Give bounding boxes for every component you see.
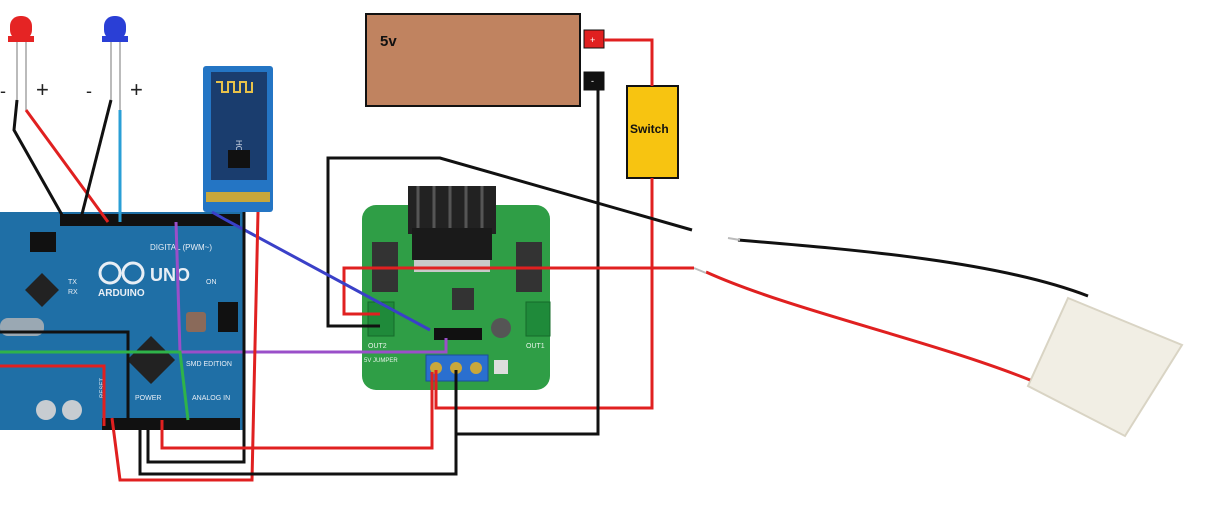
motor-driver: OUT2 OUT1 5V JUMPER	[362, 186, 551, 390]
arduino-uno: DIGITAL (PWM~) ARDUINO UNO TX RX ON SMD …	[0, 212, 245, 430]
led-blue-dome	[104, 16, 126, 40]
battery-body	[365, 13, 581, 107]
led-red-base	[8, 36, 34, 42]
led-red-minus: -	[0, 81, 6, 101]
led-blue: - +	[86, 16, 143, 110]
peltier-red-lead-tip	[693, 267, 707, 274]
arduino-on-label: ON	[206, 279, 217, 286]
wire-arduino-gnd-to-driver	[138, 372, 458, 476]
arduino-main-chip	[126, 335, 176, 385]
arduino-power-header	[102, 418, 240, 430]
peltier-module	[693, 237, 1184, 438]
battery-minus-sign: -	[591, 76, 594, 86]
wire-out2-black	[326, 156, 693, 328]
bluetooth-antenna-icon	[216, 81, 253, 93]
battery-label: 5v	[380, 33, 397, 50]
arduino-rx-label: RX	[68, 289, 78, 296]
power-terminal-screw-2	[450, 362, 462, 374]
led-blue-plus: +	[130, 77, 143, 102]
motor-driver-jumper-header	[434, 328, 482, 340]
motor-driver-pins	[414, 260, 490, 272]
wire-arduino-green	[0, 350, 190, 421]
wire-bluetooth-red	[110, 211, 260, 482]
wire-bluetooth-blue	[211, 210, 431, 332]
peltier-black-lead	[737, 238, 1089, 298]
power-terminal-screw-1	[430, 362, 442, 374]
bluetooth-module: HC-05	[203, 66, 273, 212]
arduino-tx-label: TX	[68, 279, 77, 286]
wire-out2-red	[342, 266, 694, 316]
peltier-plate	[1026, 296, 1184, 438]
wire-black-blue-led	[78, 99, 113, 223]
wire-bluetooth-purple	[174, 221, 448, 354]
battery-plus-sign: +	[590, 35, 595, 45]
arduino-model-label: UNO	[150, 265, 190, 285]
arduino-icsp-header	[30, 232, 56, 252]
wire-red-red-led	[24, 109, 110, 223]
bluetooth-ic	[228, 150, 250, 168]
arduino-brand-label: ARDUINO	[98, 288, 145, 299]
out1-terminal	[525, 301, 551, 337]
peltier-black-lead-tip	[727, 237, 741, 241]
battery: 5v + -	[365, 13, 605, 107]
arduino-reset-button	[186, 312, 206, 332]
arduino-capacitor-2	[62, 400, 82, 420]
wire-battery-positive-to-switch	[604, 38, 654, 86]
motor-driver-ic	[412, 228, 492, 260]
wire-black-red-led	[12, 99, 68, 223]
arduino-logo-icon	[98, 261, 145, 285]
battery-negative-terminal	[583, 71, 605, 91]
led-red-plus: +	[36, 77, 49, 102]
wire-arduino-black-loop	[0, 330, 130, 426]
wire-arduino-red-internal	[0, 364, 106, 426]
wire-bluetooth-black	[146, 212, 246, 464]
bluetooth-pin-header	[206, 192, 270, 202]
wire-switch-to-driver	[434, 178, 654, 410]
motor-driver-jumper-label: 5V JUMPER	[364, 358, 398, 364]
out1-label: OUT1	[526, 343, 545, 350]
out2-label: OUT2	[368, 343, 387, 350]
wire-arduino-5v-to-driver	[160, 372, 434, 450]
out2-terminal	[367, 301, 395, 337]
motor-driver-capacitor	[491, 318, 511, 338]
led-red-dome	[10, 16, 32, 40]
led-blue-minus: -	[86, 81, 92, 101]
arduino-smd-label: SMD EDITION	[186, 361, 232, 368]
arduino-side-header	[218, 302, 238, 332]
power-terminal-screw-3	[470, 362, 482, 374]
motor-driver-regulator	[452, 288, 474, 310]
motor-driver-led	[494, 360, 508, 374]
switch: Switch	[626, 85, 679, 179]
arduino-digital-header	[60, 214, 240, 226]
arduino-power-label: POWER	[135, 395, 161, 402]
arduino-digital-label: DIGITAL (PWM~)	[150, 243, 212, 252]
peltier-red-lead	[705, 270, 1031, 382]
led-red: - +	[0, 16, 49, 110]
wires	[0, 38, 694, 482]
switch-body	[626, 85, 679, 179]
heatsink-fins	[416, 186, 484, 232]
arduino-analog-label: ANALOG IN	[192, 395, 230, 402]
led-blue-base	[102, 36, 128, 42]
arduino-capacitor-1	[36, 400, 56, 420]
switch-label: Switch	[630, 122, 669, 136]
